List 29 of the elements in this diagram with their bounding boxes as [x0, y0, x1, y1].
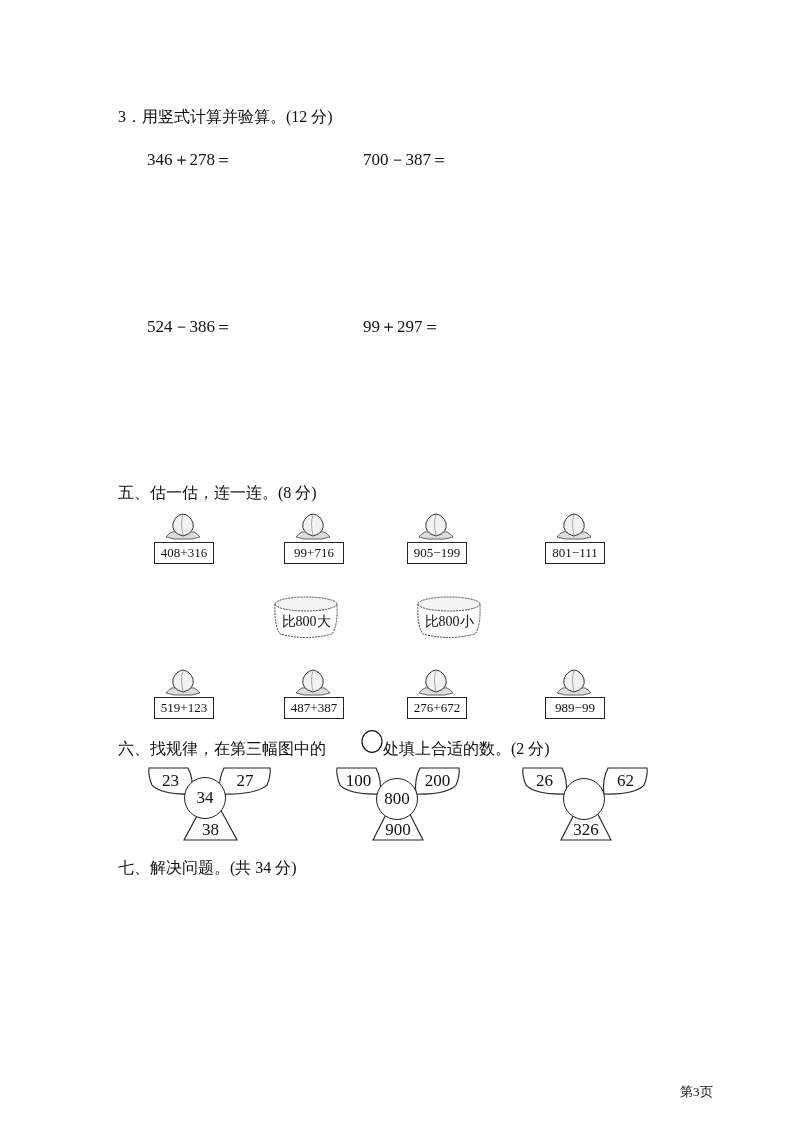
leaf-shape: 23 — [148, 767, 193, 795]
question-heading: 3．用竖式计算并验算。(12 分) — [118, 107, 333, 127]
page-number: 第3页 — [680, 1083, 713, 1101]
expression-box: 408+316 — [154, 542, 214, 564]
expression-box: 276+672 — [407, 697, 467, 719]
expression-box: 99+716 — [284, 542, 344, 564]
leaf-shape: 62 — [603, 767, 648, 795]
leaf-shape: 100 — [336, 767, 381, 795]
number-circle — [563, 778, 605, 820]
question-heading: 七、解决问题。(共 34 分) — [118, 858, 297, 878]
equation-text: 524－386＝ — [147, 317, 232, 337]
question-heading: 六、找规律，在第三幅图中的 — [118, 739, 326, 759]
expression-box: 905−199 — [407, 542, 467, 564]
question-heading: 五、估一估，连一连。(8 分) — [118, 483, 317, 503]
basket-drawing: 比800大 — [274, 596, 338, 639]
leaf-shape: 200 — [415, 767, 460, 795]
basket-drawing: 比800小 — [417, 596, 481, 639]
equation-text: 700－387＝ — [363, 150, 448, 170]
leaf-shape: 27 — [219, 767, 271, 795]
question-heading: 处填上合适的数。(2 分) — [383, 739, 550, 759]
equation-text: 346＋278＝ — [147, 150, 232, 170]
expression-box: 519+123 — [154, 697, 214, 719]
number-circle: 34 — [184, 777, 226, 819]
expression-box: 487+387 — [284, 697, 344, 719]
expression-box: 801−111 — [545, 542, 605, 564]
equation-text: 99＋297＝ — [363, 317, 440, 337]
leaf-shape: 26 — [522, 767, 567, 795]
number-circle: 800 — [376, 778, 418, 820]
expression-box: 989−99 — [545, 697, 605, 719]
